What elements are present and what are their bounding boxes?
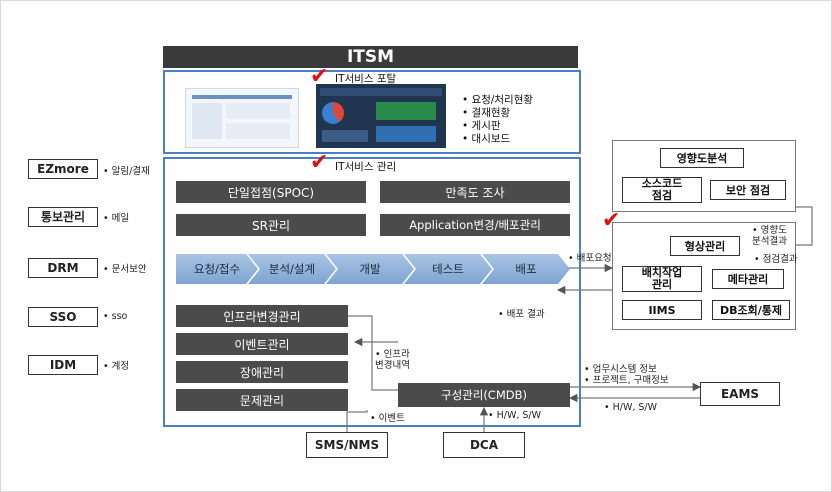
- portal-bullet: • 요청/처리현황: [462, 94, 534, 106]
- stage-request: 요청/접수: [176, 254, 258, 284]
- check-result-note: • 점검결과: [754, 254, 798, 265]
- system-sso: SSO: [28, 307, 98, 327]
- sms-nms-box: SMS/NMS: [306, 432, 388, 458]
- deploy-request-note: • 배포요청: [568, 253, 612, 264]
- it-service-portal-box: [163, 70, 581, 154]
- system-note: • 문서보안: [103, 264, 147, 275]
- checkmark-icon: ✔: [310, 64, 329, 89]
- portal-bullet: • 게시판: [462, 120, 501, 132]
- dca-box: DCA: [443, 432, 525, 458]
- portal-title: IT서비스 포탈: [335, 73, 397, 85]
- event-note: • 이벤트: [370, 413, 405, 424]
- system-notification: 통보관리: [28, 207, 98, 227]
- itsm-title: ITSM: [163, 46, 578, 68]
- system-note: • sso: [103, 311, 128, 322]
- db-control-box: DB조회/통제: [712, 300, 790, 320]
- eams-info-note: • 업무시스템 정보 • 프로젝트, 구매정보: [584, 364, 669, 386]
- infra-history-note: • 인프라 변경내역: [375, 349, 410, 371]
- incident-management-box: 장애관리: [176, 361, 348, 383]
- management-title: IT서비스 관리: [335, 161, 397, 173]
- system-ezmore: EZmore: [28, 159, 98, 179]
- deploy-result-note: • 배포 결과: [498, 309, 545, 320]
- stage-deploy: 배포: [482, 254, 570, 284]
- infra-change-box: 인프라변경관리: [176, 305, 348, 327]
- sr-management-box: SR관리: [176, 214, 366, 236]
- dca-hw-sw-note: • H/W, S/W: [488, 410, 542, 421]
- iims-box: IIMS: [622, 300, 702, 320]
- portal-bullet: • 결재현황: [462, 107, 511, 119]
- eams-hw-sw-note: • H/W, S/W: [604, 402, 658, 413]
- system-drm: DRM: [28, 258, 98, 278]
- config-management-box: 형상관리: [670, 236, 740, 256]
- impact-result-note: • 영향도 분석결과: [752, 225, 787, 247]
- system-note: • 메일: [103, 213, 130, 224]
- security-check-box: 보안 점검: [710, 180, 786, 200]
- system-idm: IDM: [28, 355, 98, 375]
- cmdb-box: 구성관리(CMDB): [398, 383, 570, 407]
- checkmark-icon: ✔: [310, 150, 329, 175]
- source-check-box: 소스코드 점검: [622, 177, 702, 203]
- portal-screenshot-thumbnail: [185, 88, 299, 148]
- stage-test: 테스트: [404, 254, 492, 284]
- app-change-deploy-box: Application변경/배포관리: [380, 214, 570, 236]
- impact-analysis-box: 영향도분석: [660, 148, 744, 168]
- satisfaction-survey-box: 만족도 조사: [380, 181, 570, 203]
- batch-job-box: 배치작업 관리: [622, 266, 702, 292]
- dashboard-screenshot-thumbnail: [316, 84, 446, 148]
- checkmark-icon: ✔: [602, 208, 621, 233]
- system-note: • 계정: [103, 361, 130, 372]
- process-flow: 요청/접수 분석/설계 개발 테스트 배포: [176, 254, 570, 284]
- event-management-box: 이벤트관리: [176, 333, 348, 355]
- problem-management-box: 문제관리: [176, 389, 348, 411]
- stage-development: 개발: [326, 254, 414, 284]
- stage-analysis: 분석/설계: [248, 254, 336, 284]
- meta-management-box: 메타관리: [712, 269, 784, 289]
- system-note: • 알림/결재: [103, 166, 150, 177]
- spoc-box: 단일접점(SPOC): [176, 181, 366, 203]
- eams-box: EAMS: [700, 382, 780, 406]
- portal-bullet-list: • 요청/처리현황 • 결재현황 • 게시판 • 대시보드: [462, 94, 533, 146]
- portal-bullet: • 대시보드: [462, 133, 511, 145]
- it-service-management-box: [163, 157, 581, 427]
